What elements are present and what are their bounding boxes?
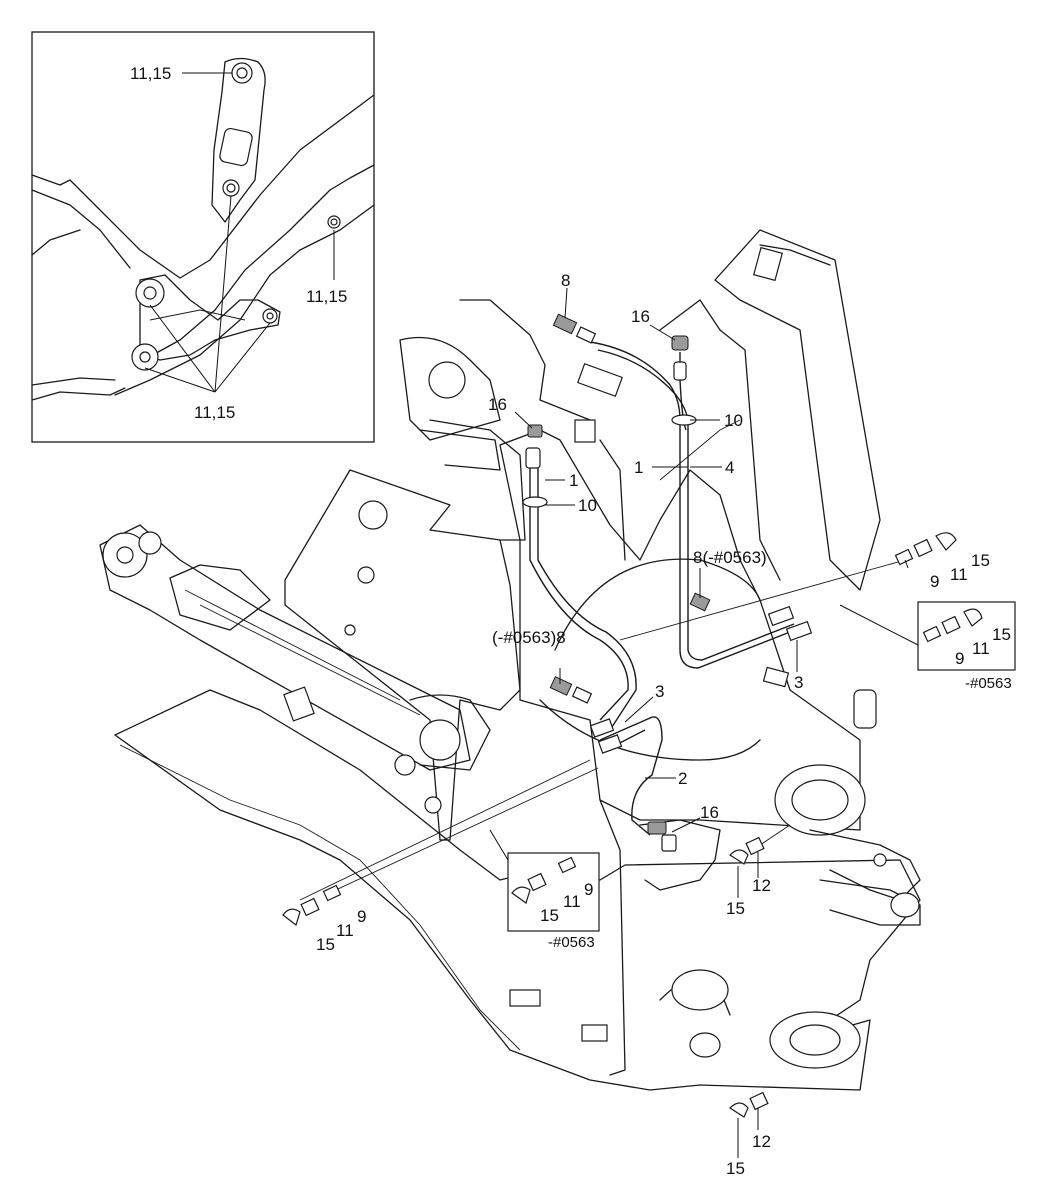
callout-11-left: 11 bbox=[336, 921, 354, 940]
callout-15-box-left: 15 bbox=[540, 906, 559, 925]
callout-9-box-left: 9 bbox=[584, 880, 593, 899]
inset-detail: 11,15 11,15 11,15 bbox=[31, 31, 375, 443]
callout-4: 4 bbox=[725, 458, 734, 477]
plug-set-mid bbox=[729, 836, 765, 865]
plug-set-right bbox=[894, 532, 957, 566]
callout-2: 2 bbox=[678, 769, 687, 788]
callout-15-bottom: 15 bbox=[726, 1159, 745, 1178]
callout-16-low: 16 bbox=[700, 803, 719, 822]
plug-set-left-box bbox=[511, 856, 577, 904]
callout-10-right: 10 bbox=[724, 411, 743, 430]
callout-15-mid: 15 bbox=[726, 899, 745, 918]
callout-3-left: 3 bbox=[655, 682, 664, 701]
link-slot bbox=[219, 127, 253, 167]
inset-frame bbox=[31, 31, 375, 443]
swing-bracket-assembly: 8 16 16 10 1 4 1 10 8(-#0563) (-#0563)8 … bbox=[99, 229, 1016, 1178]
callout-12-bottom: 12 bbox=[752, 1132, 771, 1151]
callout-9-right: 9 bbox=[930, 572, 939, 591]
inset-callout-bottom: 11,15 bbox=[194, 403, 235, 422]
serial-note-right: -#0563 bbox=[965, 675, 1012, 692]
callout-8-serial-right: 8(-#0563) bbox=[693, 548, 767, 567]
callout-9-box-right: 9 bbox=[955, 649, 964, 668]
plug-set-left bbox=[282, 884, 342, 927]
callout-1-left: 1 bbox=[569, 471, 578, 490]
callout-16-mid: 16 bbox=[488, 395, 507, 414]
inset-callout-right: 11,15 bbox=[306, 287, 347, 306]
callout-15-right: 15 bbox=[971, 551, 990, 570]
callout-8-serial-left: (-#0563)8 bbox=[492, 628, 566, 647]
callout-11-box-left: 11 bbox=[563, 892, 581, 911]
callout-1-right: 1 bbox=[634, 458, 643, 477]
callout-3-right: 3 bbox=[794, 673, 803, 692]
callout-8-top: 8 bbox=[561, 271, 570, 290]
inset-callout-top: 11,15 bbox=[130, 64, 171, 83]
callout-9-left: 9 bbox=[357, 907, 366, 926]
callout-16-top: 16 bbox=[631, 307, 650, 326]
plug-set-right-box bbox=[922, 608, 983, 643]
plug-set-bottom bbox=[729, 1091, 769, 1118]
callout-15-left: 15 bbox=[316, 935, 335, 954]
callout-12-mid: 12 bbox=[752, 876, 771, 895]
callout-11-right: 11 bbox=[950, 565, 968, 584]
callout-10-left: 10 bbox=[578, 496, 597, 515]
callout-15-box-right: 15 bbox=[992, 625, 1011, 644]
serial-note-left: -#0563 bbox=[548, 934, 595, 951]
callout-11-box-right: 11 bbox=[972, 639, 990, 658]
